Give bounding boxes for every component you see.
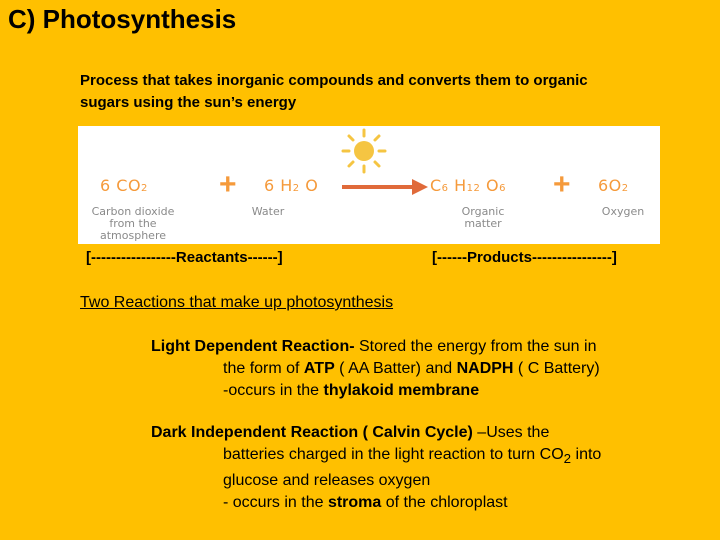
light-reaction-block: Light Dependent Reaction- Stored the ene… bbox=[151, 338, 600, 399]
section-heading: Two Reactions that make up photosynthesi… bbox=[80, 294, 394, 311]
reactants-bracket: [-----------------Reactants------] bbox=[86, 249, 283, 266]
slide-title: C) Photosynthesis bbox=[8, 4, 237, 34]
co2-formula: 6 CO2 bbox=[100, 176, 148, 195]
thylakoid-term: thylakoid membrane bbox=[323, 382, 480, 399]
dark-reaction-title: Dark Independent Reaction ( Calvin Cycle… bbox=[151, 424, 473, 441]
dark-reaction-block: Dark Independent Reaction ( Calvin Cycle… bbox=[151, 424, 602, 512]
h2o-formula: 6 H2 O bbox=[264, 176, 319, 195]
o2-formula: 6O2 bbox=[598, 176, 629, 195]
stroma-term: stroma bbox=[327, 494, 382, 512]
plus-sign: + bbox=[219, 168, 237, 201]
atp-term: ATP bbox=[303, 360, 335, 377]
water-label: Water bbox=[251, 205, 285, 218]
sun-icon bbox=[341, 128, 387, 174]
arrow-right-icon bbox=[342, 179, 428, 195]
plus-sign: + bbox=[553, 168, 571, 201]
intro-text: Process that takes inorganic compounds a… bbox=[80, 72, 588, 111]
oxygen-label: Oxygen bbox=[601, 205, 645, 218]
light-reaction-title: Light Dependent Reaction- bbox=[151, 338, 355, 355]
co2-label: Carbon dioxide from the atmosphere bbox=[91, 205, 175, 242]
organic-label: Organic matter bbox=[461, 205, 505, 230]
products-bracket: [------Products----------------] bbox=[432, 249, 617, 266]
nadph-term: NADPH bbox=[456, 360, 514, 377]
glucose-formula: C6 H12 O6 bbox=[430, 176, 506, 195]
equation-image: 6 CO2 + 6 H2 O C6 H12 O6 + 6O2 Carbon di… bbox=[78, 126, 660, 244]
